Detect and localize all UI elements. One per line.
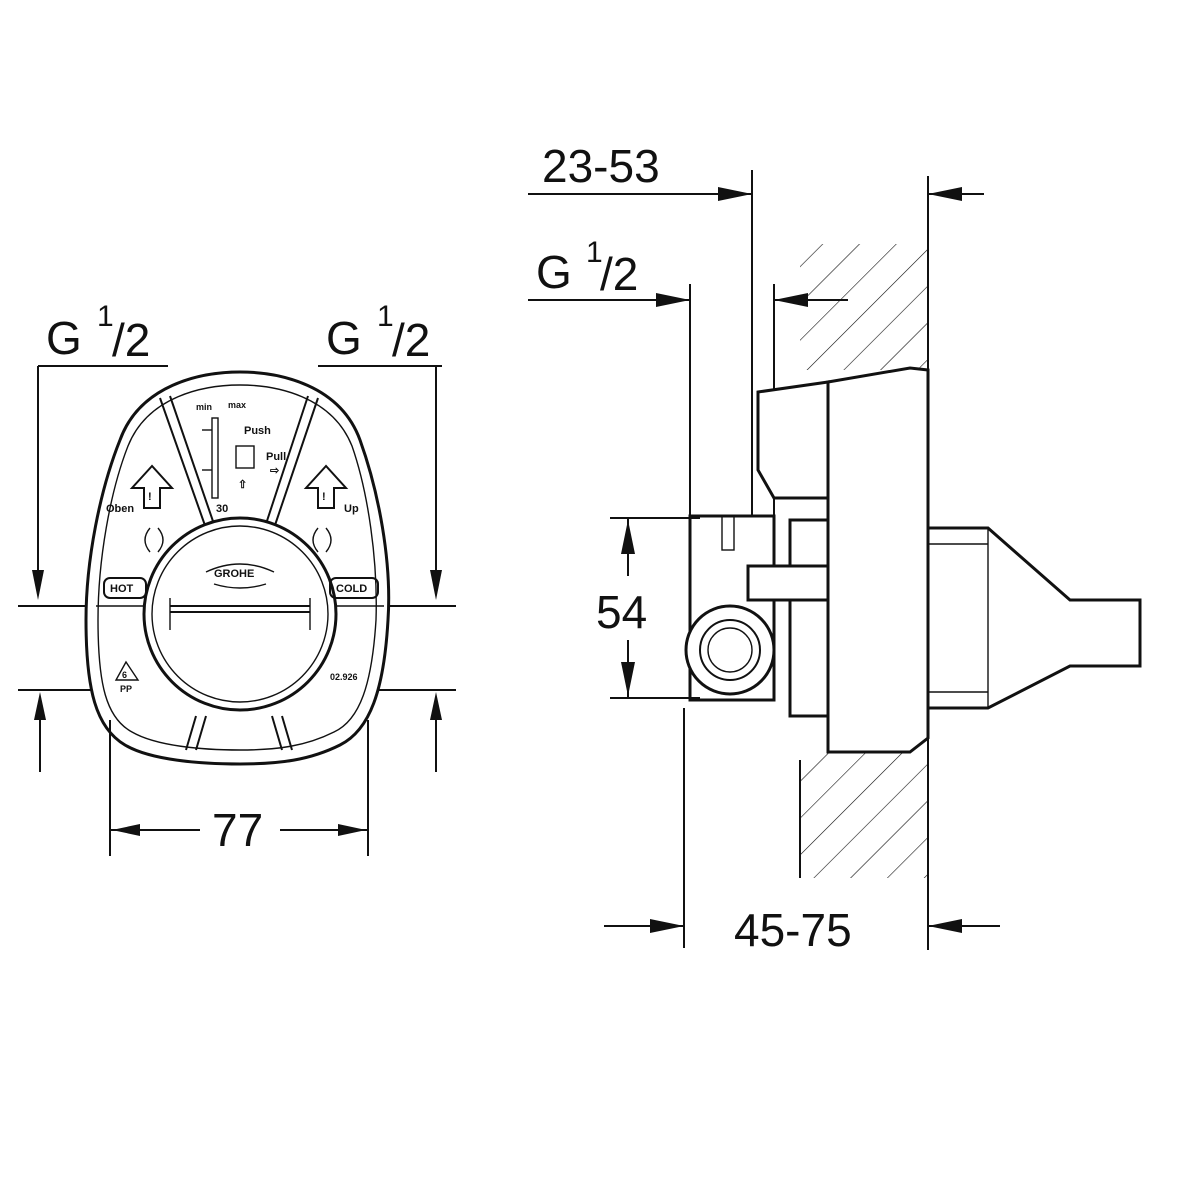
push-label: Push xyxy=(244,425,271,437)
recycle-number: 6 xyxy=(122,670,127,680)
side-thread-sub: /2 xyxy=(600,248,638,300)
thread-left-sup: 1 xyxy=(97,300,114,333)
arrow-right-glyph: ⇨ xyxy=(270,465,280,477)
side-view: 23-53 G 1 /2 xyxy=(528,140,1142,956)
width-dim-text: 77 xyxy=(212,804,263,856)
thirty-label: 30 xyxy=(216,503,228,515)
thread-right-sub: /2 xyxy=(392,314,430,366)
thread-left-sub: /2 xyxy=(112,314,150,366)
cold-label: COLD xyxy=(336,583,367,595)
min-label: min xyxy=(196,402,212,412)
thread-right-main: G xyxy=(326,312,362,364)
valve-body xyxy=(684,366,1142,754)
oben-label: Oben xyxy=(106,503,134,515)
recycle-icon: 6 PP xyxy=(114,660,140,694)
height-dim-text: 54 xyxy=(596,586,647,638)
dim-23-53: 23-53 xyxy=(528,140,984,520)
thread-left-main: G xyxy=(46,312,82,364)
pull-label: Pull xyxy=(266,451,286,463)
clip-marks xyxy=(144,527,332,553)
front-view: G 1 /2 G 1 /2 xyxy=(18,300,456,856)
up-arrow-right-icon: ! xyxy=(303,464,349,509)
wall-hatch-upper xyxy=(800,244,928,370)
width-dimension: 77 xyxy=(109,720,369,856)
part-number: 02.926 xyxy=(330,672,358,682)
thread-label-left: G 1 /2 xyxy=(46,300,150,366)
instruction-panel: min max Push Pull ⇧ ⇨ 30 xyxy=(196,400,286,515)
front-dial: GROHE xyxy=(142,516,338,712)
pp-label: PP xyxy=(120,684,132,694)
wall-hatch-lower xyxy=(800,752,928,878)
svg-text:!: ! xyxy=(148,491,152,503)
depth-bottom-text: 45-75 xyxy=(734,904,852,956)
cold-badge: COLD xyxy=(329,577,379,599)
dim-45-75: 45-75 xyxy=(604,708,1000,956)
thread-label-right: G 1 /2 xyxy=(326,300,430,366)
brand-logo: GROHE xyxy=(205,563,275,589)
side-thread-sup: 1 xyxy=(586,236,603,269)
dim-54: 54 xyxy=(596,517,700,699)
brand-text: GROHE xyxy=(214,568,254,580)
side-thread-main: G xyxy=(536,246,572,298)
arrow-glyph: ⇧ xyxy=(238,479,247,491)
up-label: Up xyxy=(344,503,359,515)
max-label: max xyxy=(228,400,246,410)
hot-label: HOT xyxy=(110,583,134,595)
up-arrow-left-icon: ! xyxy=(129,464,175,509)
thread-right-sup: 1 xyxy=(377,300,394,333)
hot-badge: HOT xyxy=(103,577,147,599)
depth-top-text: 23-53 xyxy=(542,140,660,192)
svg-text:!: ! xyxy=(322,491,326,503)
